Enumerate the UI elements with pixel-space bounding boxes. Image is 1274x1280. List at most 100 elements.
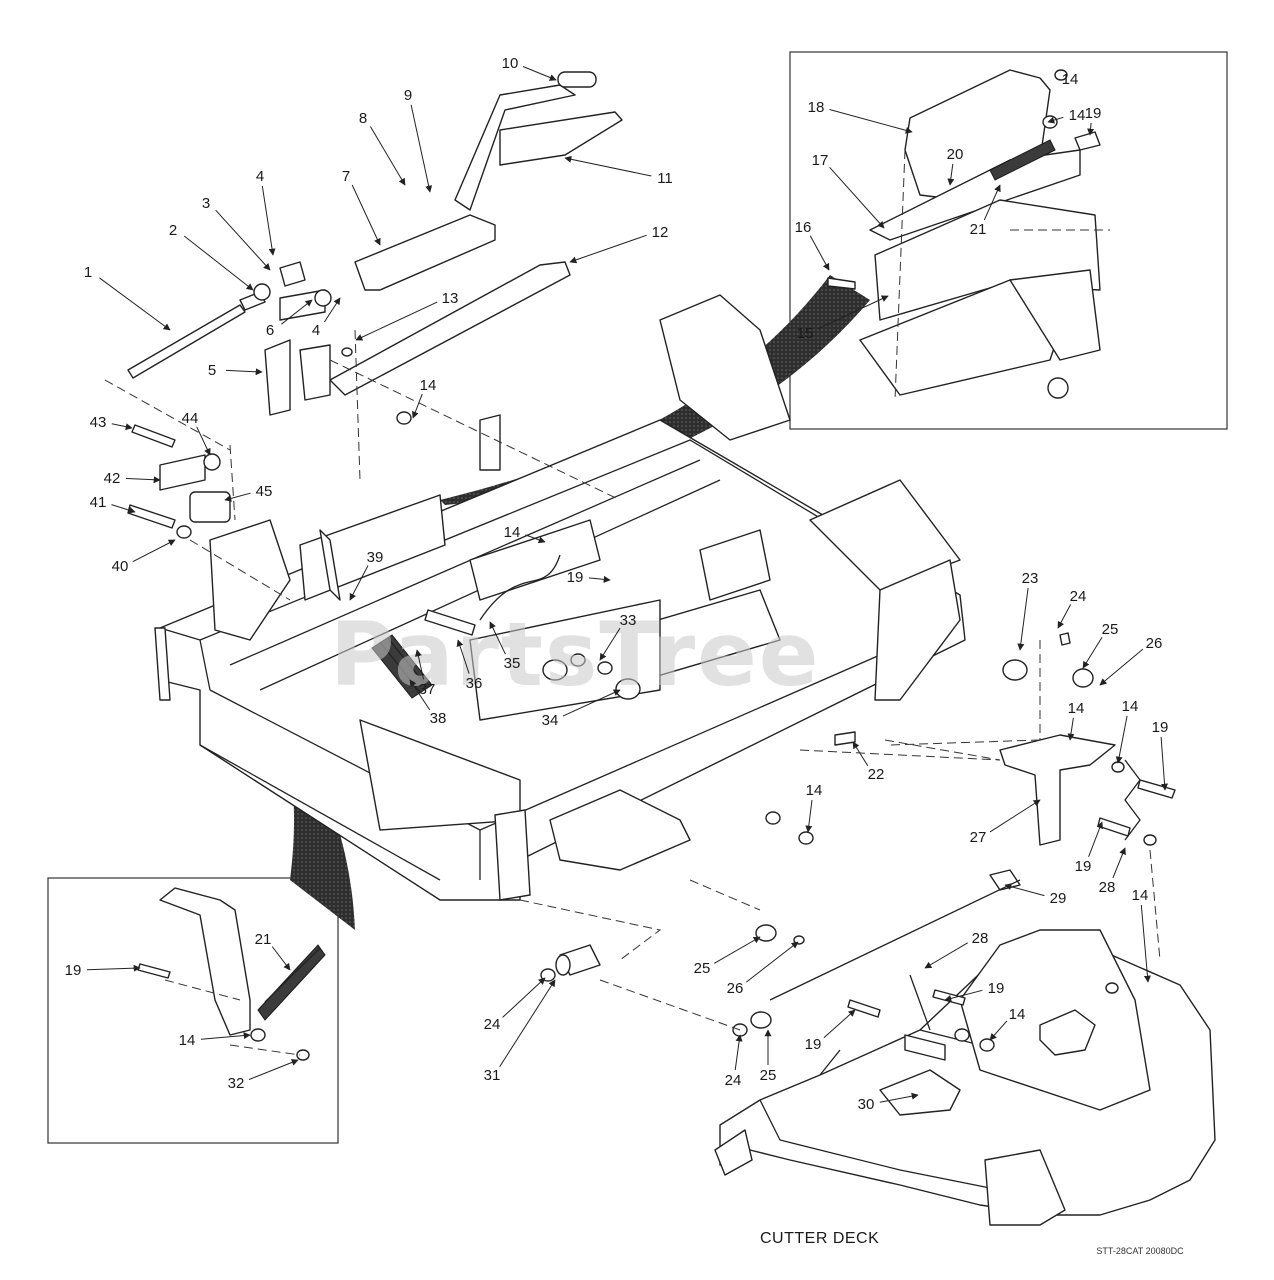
callout-c19d: 19	[1075, 858, 1092, 875]
leader-c20	[947, 163, 955, 186]
leader-c26b	[745, 941, 799, 983]
callout-c35: 35	[504, 655, 521, 672]
leader-c7	[351, 184, 381, 246]
callout-c45: 45	[256, 483, 273, 500]
callout-c13: 13	[442, 290, 459, 307]
callout-c3: 3	[202, 195, 210, 212]
leader-c24c	[734, 1034, 743, 1071]
callout-c12: 12	[652, 224, 669, 241]
leader-c4a	[261, 185, 276, 256]
leader-c33	[599, 627, 621, 661]
leader-c14f	[805, 799, 813, 833]
leader-c44	[196, 426, 211, 456]
leader-c27	[989, 799, 1041, 833]
callout-c4b: 4	[312, 322, 320, 339]
callout-c17: 17	[812, 152, 829, 169]
callout-c36: 36	[466, 675, 483, 692]
leader-c11	[564, 155, 652, 177]
leader-c9	[410, 104, 433, 193]
callout-c21b: 21	[255, 931, 272, 948]
leader-c18	[829, 109, 913, 134]
leader-c14i	[989, 1020, 1008, 1041]
leader-c23	[1017, 587, 1029, 651]
leader-c38	[409, 679, 431, 711]
leader-c31	[499, 979, 556, 1067]
leader-c28a	[1112, 847, 1126, 879]
callout-c14h: 14	[179, 1032, 196, 1049]
leader-c36	[456, 639, 470, 674]
drawing-code: STT-28CAT 20080DC	[1096, 1246, 1184, 1256]
leader-c16	[809, 235, 830, 271]
assembly-guides	[104, 329, 1041, 761]
leader-c14d	[525, 534, 546, 544]
leader-c14b	[1047, 116, 1064, 124]
detail-inset-bottom-left	[47, 877, 339, 1144]
callout-c14f: 14	[806, 782, 823, 799]
callout-c20: 20	[947, 146, 964, 163]
leader-c21a	[983, 184, 1001, 221]
lift-linkage	[127, 71, 623, 539]
callout-c22: 22	[868, 766, 885, 783]
leader-c8	[369, 126, 406, 186]
cutter-deck	[714, 929, 1216, 1226]
washer-34a	[542, 659, 568, 681]
callout-c33: 33	[620, 612, 637, 629]
deck-lift-parts	[765, 632, 1176, 1001]
leader-c25a	[1082, 636, 1103, 669]
leader-c19b	[588, 575, 611, 583]
callout-c14b: 14	[1069, 107, 1086, 124]
callout-c23: 23	[1022, 570, 1039, 587]
leader-c34	[562, 689, 621, 717]
leader-c45	[224, 492, 251, 502]
callout-c43: 43	[90, 414, 107, 431]
callout-c14i: 14	[1009, 1006, 1026, 1023]
leader-c39	[349, 565, 369, 601]
callout-c24b: 24	[484, 1016, 501, 1033]
leader-c12	[569, 234, 647, 264]
callout-c32: 32	[228, 1075, 245, 1092]
lower-center-parts	[519, 879, 805, 1037]
callout-c2: 2	[169, 222, 177, 239]
callout-c16: 16	[795, 219, 812, 236]
leader-c42	[125, 476, 161, 484]
callout-c41: 41	[90, 494, 107, 511]
callout-c25b: 25	[694, 960, 711, 977]
callout-labels: 1234456789101112131414141414141414141415…	[65, 55, 1169, 1113]
callout-c19f: 19	[805, 1036, 822, 1053]
leader-c24b	[502, 977, 546, 1018]
callout-c27: 27	[970, 829, 987, 846]
callout-c19e: 19	[988, 980, 1005, 997]
leader-c35	[489, 621, 506, 655]
callout-c25a: 25	[1102, 621, 1119, 638]
leader-c10	[522, 66, 557, 81]
inset-bottom-left-parts	[137, 887, 326, 1061]
callout-c14g: 14	[1132, 887, 1149, 904]
bushing-33a	[570, 653, 586, 667]
leader-c19f	[823, 1009, 856, 1039]
leader-c29	[1004, 883, 1045, 897]
leader-c40	[132, 539, 176, 563]
callout-c19b: 19	[567, 569, 584, 586]
leader-c4b	[323, 297, 341, 323]
callout-c19a: 19	[1085, 105, 1102, 122]
leader-c21b	[271, 946, 291, 971]
callout-c6: 6	[266, 322, 274, 339]
callout-c14c: 14	[420, 377, 437, 394]
callout-c14d: 14	[504, 524, 521, 541]
rod-36	[424, 609, 476, 636]
leader-c14h	[200, 1032, 251, 1040]
mower-frame	[154, 294, 966, 901]
leader-lines	[86, 66, 1169, 1103]
callout-c14a: 14	[1062, 71, 1079, 88]
callout-c44: 44	[182, 410, 199, 427]
callout-c19g: 19	[65, 962, 82, 979]
callout-c21a: 21	[970, 221, 987, 238]
leader-c15	[817, 295, 889, 330]
leader-c19c	[1160, 736, 1169, 791]
leader-c14c	[411, 393, 423, 419]
callout-c34: 34	[542, 712, 559, 729]
callout-c28b: 28	[972, 930, 989, 947]
cable-35	[479, 554, 561, 621]
callout-c14j: 14	[1068, 700, 1085, 717]
